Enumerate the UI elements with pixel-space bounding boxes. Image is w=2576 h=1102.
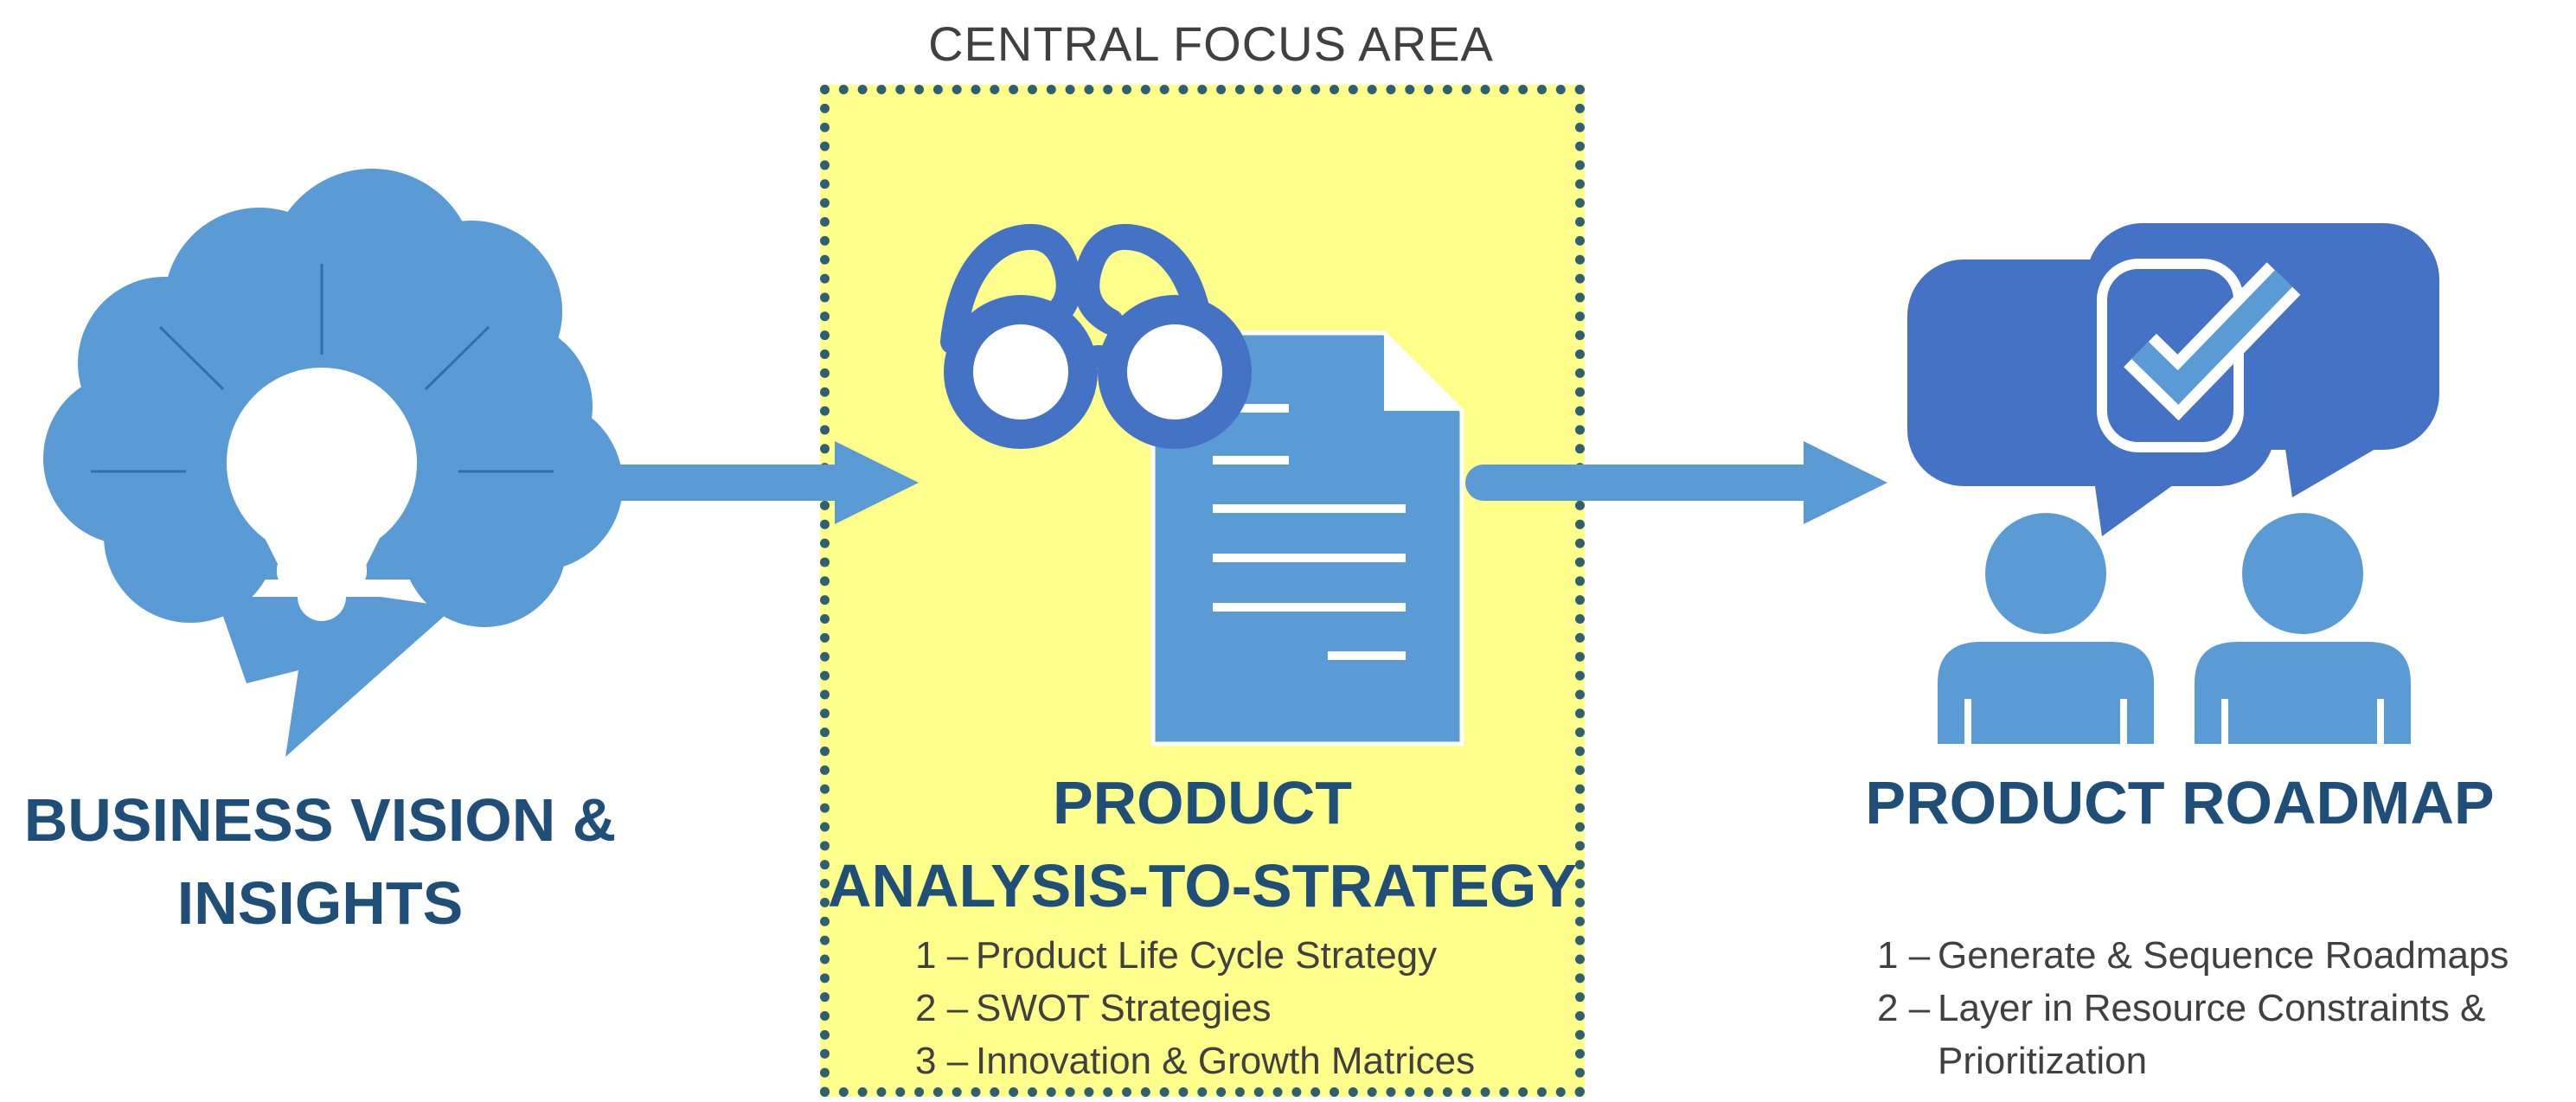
list-item-text-continued: Prioritization <box>1938 1040 2148 1082</box>
list-item: 1 – Product Life Cycle Strategy <box>915 929 1573 982</box>
list-item: 2 – SWOT Strategies <box>915 982 1573 1035</box>
arrow-center-to-right <box>1465 441 1887 524</box>
glasses-document-icon <box>940 223 1464 746</box>
list-item-number: 1 – <box>915 934 969 977</box>
people-discussion-checkmark-icon <box>1907 223 2439 746</box>
lightbulb-brain-cloud-icon <box>43 169 623 757</box>
business-vision-title-line2: INSIGHTS <box>176 869 464 937</box>
roadmap-list: 1 – Generate & Sequence Roadmaps 2 – Lay… <box>1877 929 2569 1087</box>
product-roadmap-title-line: PRODUCT ROADMAP <box>1865 769 2495 836</box>
list-item-number: 3 – <box>915 1040 969 1082</box>
business-vision-title-line1: BUSINESS VISION & <box>23 786 617 854</box>
list-item-number: 2 – <box>915 987 969 1029</box>
business-vision-title: BUSINESS VISION & INSIGHTS <box>0 778 640 945</box>
product-analysis-title-line1: PRODUCT <box>1052 769 1353 836</box>
strategy-list: 1 – Product Life Cycle Strategy 2 – SWOT… <box>915 929 1573 1087</box>
central-focus-label: CENTRAL FOCUS AREA <box>928 16 1494 71</box>
list-item-text: SWOT Strategies <box>976 987 1272 1029</box>
product-roadmap-title: PRODUCT ROADMAP <box>1808 761 2552 844</box>
list-item: 3 – Innovation & Growth Matrices <box>915 1035 1573 1087</box>
list-item-number: 2 – <box>1877 987 1931 1029</box>
list-item-text: Generate & Sequence Roadmaps <box>1938 934 2509 977</box>
list-item-text: Innovation & Growth Matrices <box>976 1040 1476 1082</box>
product-analysis-title-line2: ANALYSIS-TO-STRATEGY <box>827 852 1577 919</box>
list-item: 1 – Generate & Sequence Roadmaps <box>1877 929 2569 982</box>
list-item: 2 – Layer in Resource Constraints & Prio… <box>1877 982 2569 1087</box>
list-item-text: Product Life Cycle Strategy <box>976 934 1438 977</box>
list-item-text: Layer in Resource Constraints & <box>1938 987 2486 1029</box>
arrow-left-to-center <box>598 441 919 524</box>
product-analysis-title: PRODUCT ANALYSIS-TO-STRATEGY <box>820 761 1585 927</box>
list-item-number: 1 – <box>1877 934 1931 977</box>
